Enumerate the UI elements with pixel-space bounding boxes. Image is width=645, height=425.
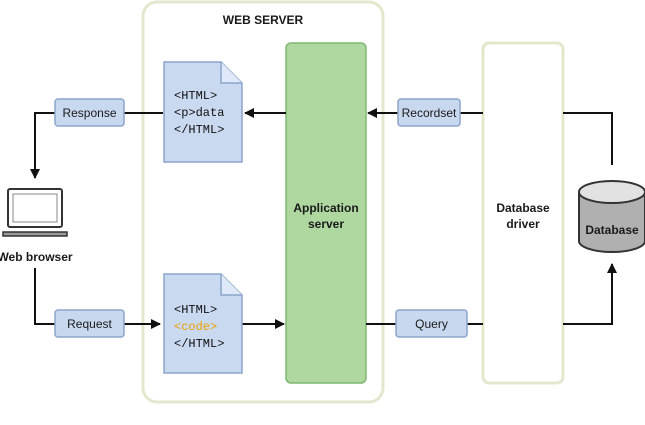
query-label: Query	[415, 317, 448, 331]
laptop-icon	[2, 188, 68, 237]
response-html-document: <HTML> <p>data </HTML>	[163, 61, 243, 163]
database-label: Database	[585, 223, 639, 237]
request-html-document: <HTML> <code> </HTML>	[163, 273, 243, 374]
response-to-browser-arrow	[30, 112, 55, 179]
browser-to-request-line	[34, 268, 55, 325]
response-doc-line-2: <p>data	[174, 106, 224, 120]
recordset-label-box: Recordset	[397, 98, 461, 127]
driver-to-database-arrow	[563, 263, 617, 325]
response-doc-line-1: <HTML>	[174, 89, 217, 103]
database-driver-label-line2: driver	[506, 217, 540, 231]
recordset-label: Recordset	[402, 106, 457, 120]
application-server-box	[285, 42, 367, 384]
request-doc-line-3: </HTML>	[174, 337, 224, 351]
request-doc-line-2: <code>	[174, 320, 217, 334]
database-to-driver-line	[563, 112, 613, 165]
request-doc-line-1: <HTML>	[174, 303, 217, 317]
application-server-label-line1: Application	[293, 201, 358, 215]
request-label-box: Request	[54, 309, 125, 338]
web-browser-label: Web browser	[0, 250, 73, 264]
database-cylinder-icon: Database	[578, 180, 645, 253]
response-label-box: Response	[54, 98, 125, 127]
web-server-title: WEB SERVER	[223, 13, 304, 27]
database-driver-box	[481, 41, 565, 385]
application-server-label-line2: server	[308, 217, 344, 231]
response-label: Response	[62, 106, 116, 120]
response-doc-line-3: </HTML>	[174, 123, 224, 137]
request-label: Request	[67, 317, 112, 331]
query-label-box: Query	[395, 309, 468, 338]
database-driver-label-line1: Database	[496, 201, 550, 215]
